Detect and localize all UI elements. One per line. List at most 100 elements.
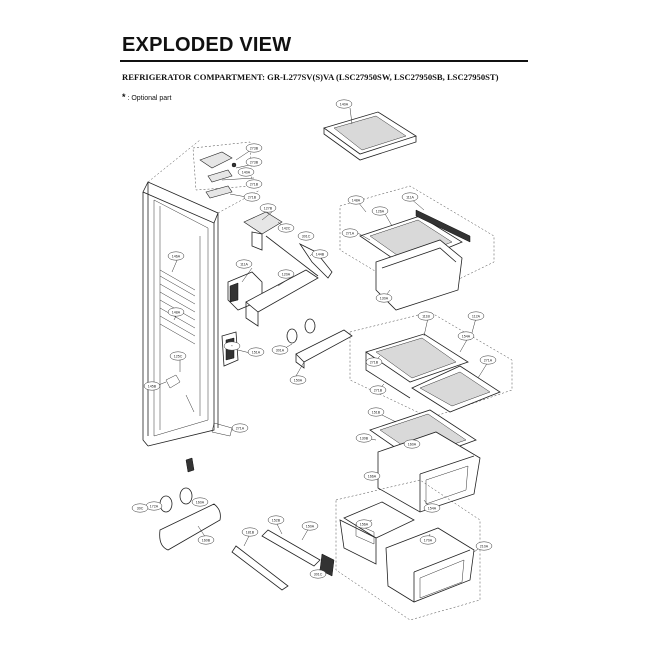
top-shelf [323,111,417,161]
callout-bubble [131,503,149,513]
callout-label: 271B [248,195,257,199]
callout-label: 130B [360,436,369,440]
callout-bubble [335,99,353,109]
callout-40: 301C [309,569,327,579]
callout-label: 152B [272,518,281,522]
callout-label: 301A [276,348,285,352]
callout-label: 150A [294,378,303,382]
callout-1: 273B [245,143,263,153]
callout-bubble [355,433,373,443]
middle-shelf-assembly [349,311,513,419]
callout-label: 271B [370,360,379,364]
callout-31: 271A [231,423,249,433]
callout-label: 160A [408,442,417,446]
callout-label: 130A [380,296,389,300]
callout-label: 140A [242,170,251,174]
callout-bubble [475,541,493,551]
callout-bubble [479,355,497,365]
callout-15: 148A [167,307,185,317]
callout-bubble [271,345,289,355]
callout-label: 172A [150,504,159,508]
callout-20: 301A [271,345,289,355]
top-bracket-assembly [192,141,253,199]
callout-bubble [143,381,161,391]
callout-28: 271B [365,357,383,367]
callout-label: 120A [282,272,291,276]
callout-label: 160B [202,538,211,542]
callout-bubble [267,515,285,525]
callout-bubble [277,223,295,233]
upper-shelf-assembly [339,185,495,311]
callout-35: 166A [363,471,381,481]
callout-label: 271A [346,231,355,235]
callout-44: 160B [197,535,215,545]
callout-41: 152B [267,515,285,525]
callout-29: 271B [369,385,387,395]
callout-bubble [467,311,485,321]
callout-label: 151B [372,410,381,414]
callout-labels: 140A273B273B140A271B271B127B142C301C144B… [131,99,497,579]
callout-label: 148A [172,310,181,314]
callout-13: 271A [341,228,359,238]
callout-bubble [277,269,295,279]
callout-label: 273B [250,146,259,150]
callout-47: 30C [131,503,149,513]
callout-bubble [289,375,307,385]
callout-label: 154A [462,334,471,338]
callout-10: 111A [235,259,253,269]
callout-4: 271B [245,179,263,189]
callout-label: 271B [250,182,259,186]
optional-part-text: : Optional part [127,95,172,102]
callout-bubble [259,203,277,213]
callout-bubble [243,192,261,202]
callout-bubble [403,439,421,449]
callout-label: 111A [406,195,414,199]
cabinet-body [142,139,261,447]
page-title: EXPLODED VIEW [122,34,292,56]
callout-label: 271B [374,388,383,392]
callout-label: 210A [480,544,489,548]
callout-bubble [167,251,185,261]
callout-39: 210A [475,541,493,551]
callout-bubble [417,311,435,321]
callout-bubble [365,357,383,367]
callout-label: 273B [250,160,259,164]
callout-label: 125C [174,354,183,358]
callout-34: 160A [403,439,421,449]
callout-bubble [301,521,319,531]
callout-bubble [311,249,329,259]
callout-2: 273B [245,157,263,167]
callout-14: 146A [167,251,185,261]
callout-bubble [223,341,241,351]
callout-bubble [297,231,315,241]
callout-bubble [363,471,381,481]
callout-bubble [197,535,215,545]
callout-label: 112A [472,314,481,318]
callout-bubble [367,407,385,417]
callout-37: 156A [355,519,373,529]
callout-bubble [231,423,249,433]
callout-9: 144B [311,249,329,259]
callout-bubble [341,228,359,238]
callout-bubble [423,503,441,513]
callout-3: 140A [237,167,255,177]
callout-5: 271B [243,192,261,202]
callout-16: 125C [169,351,187,361]
callout-11: 120A [277,269,295,279]
callout-6: 127B [259,203,277,213]
callout-bubble [355,519,373,529]
callout-label: 111A [240,262,248,266]
callout-label: 126A [376,209,385,213]
callout-43: 181B [241,527,259,537]
callout-label: 166A [368,474,377,478]
callout-bubble [241,527,259,537]
callout-label: 160A [196,500,205,504]
callout-27: 271A [479,355,497,365]
callout-0: 140A [335,99,353,109]
callout-bubble [235,259,253,269]
callout-7: 142C [277,223,295,233]
callout-bubble [401,192,419,202]
callout-bubble [247,347,265,357]
callout-46: 160A [191,497,209,507]
callout-label: * [231,344,233,348]
